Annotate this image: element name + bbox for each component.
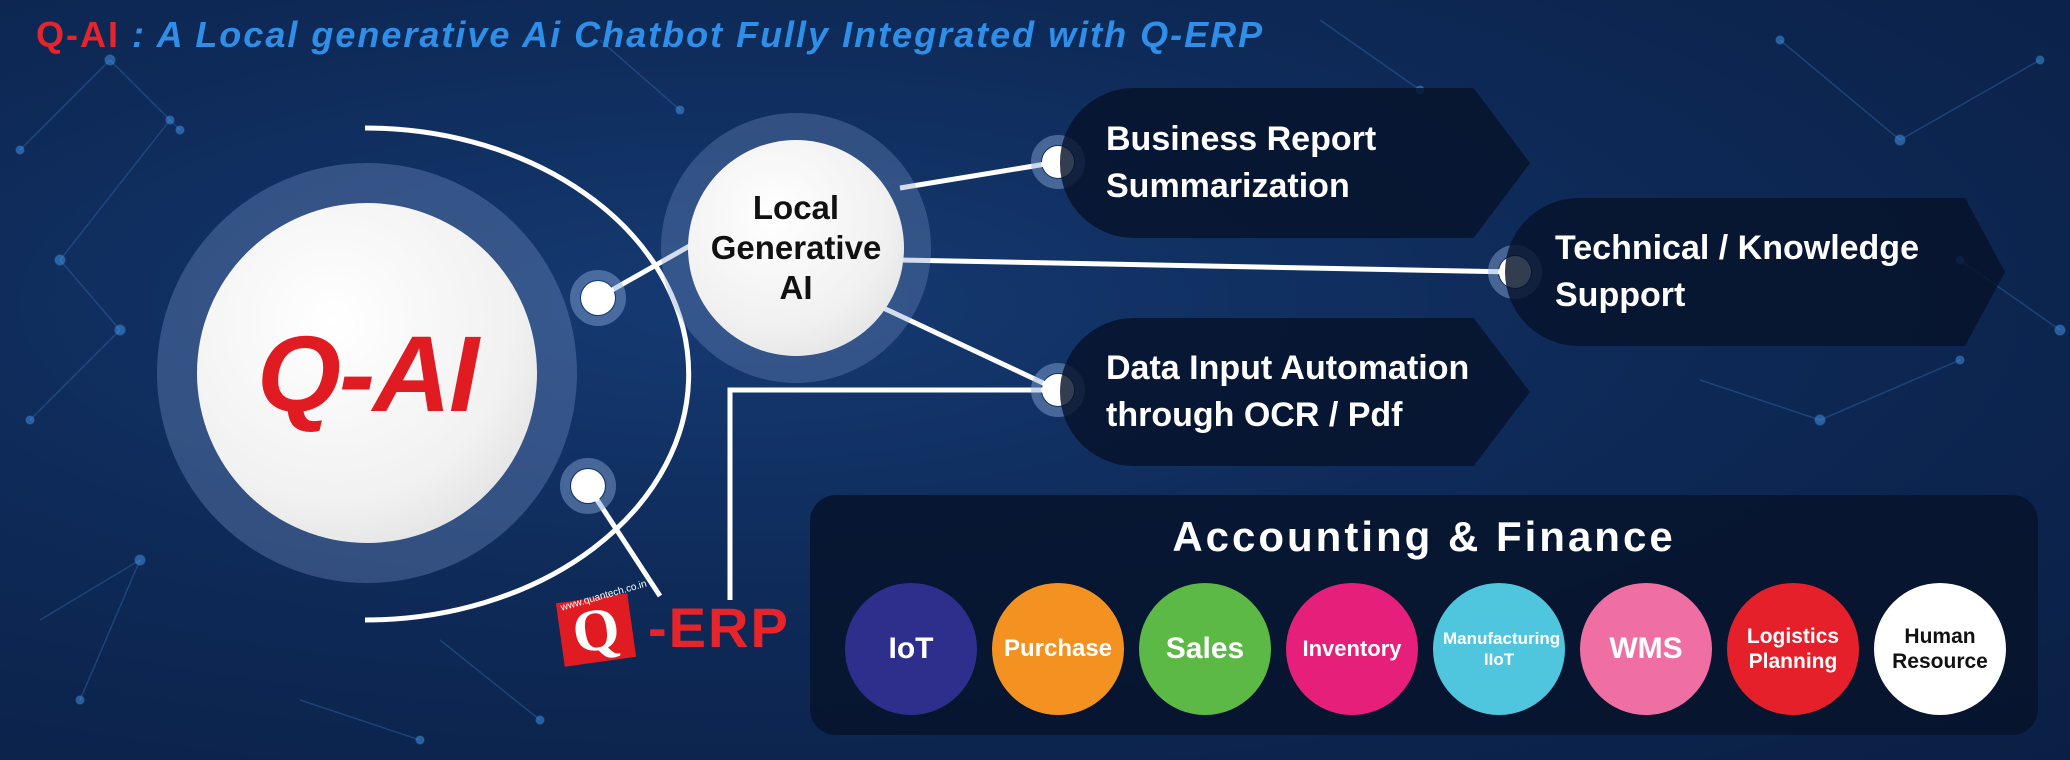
q-erp-logo: www.quantech.co.in Q -ERP [555, 579, 800, 670]
hub-node: Local Generative AI [688, 140, 904, 356]
module-label: Logistics Planning [1746, 625, 1840, 673]
title-brand: Q-AI [36, 14, 120, 55]
capability-label: Technical / Knowledge Support [1555, 229, 1919, 314]
module-label: Inventory [1302, 636, 1402, 661]
title-subtitle: : A Local generative Ai Chatbot Fully In… [120, 14, 1265, 55]
page-title: Q-AI : A Local generative Ai Chatbot Ful… [36, 14, 1264, 56]
module-purchase: Purchase [992, 583, 1124, 715]
connector-erp-to-data [727, 387, 1058, 600]
module-sales: Sales [1139, 583, 1271, 715]
capability-data: Data Input Automation through OCR / Pdf [1060, 318, 1530, 466]
q-erp-logo-mark: www.quantech.co.in Q [555, 579, 648, 667]
module-logistics-planning: Logistics Planning [1727, 583, 1859, 715]
capability-label: Business Report Summarization [1106, 120, 1377, 205]
module-label: IoT [888, 632, 934, 665]
node-orbit-upper [581, 281, 615, 315]
module-label: Sales [1165, 632, 1245, 665]
module-iot: IoT [845, 583, 977, 715]
modules-title: Accounting & Finance [1172, 513, 1676, 560]
module-label: Purchase [1003, 635, 1113, 662]
module-wms: WMS [1580, 583, 1712, 715]
node-orbit-lower [571, 469, 605, 503]
orbit-arc [364, 125, 692, 623]
module-label: Human Resource [1892, 625, 1988, 673]
connector-tech [899, 257, 1516, 275]
connector-report [899, 159, 1059, 191]
hub-label: Local Generative AI [710, 189, 882, 306]
connector-data [860, 295, 1060, 393]
module-label: Manufacturing IIoT [1443, 629, 1561, 669]
module-manufacturing-iiot: Manufacturing IIoT [1433, 583, 1565, 715]
modules-panel: Accounting & Finance IoT Purchase Sales Inv… [810, 495, 2038, 735]
q-erp-logo-text: -ERP [648, 596, 790, 659]
capability-label: Data Input Automation through OCR / Pdf [1106, 349, 1470, 434]
core-node: Q-AI [197, 203, 537, 543]
capability-report: Business Report Summarization [1060, 88, 1530, 238]
capability-tech: Technical / Knowledge Support [1505, 198, 2005, 346]
module-human-resource: Human Resource [1874, 583, 2006, 715]
module-label: WMS [1609, 632, 1683, 665]
connector-to-hub [596, 237, 702, 301]
module-inventory: Inventory [1286, 583, 1418, 715]
connector-erp [585, 484, 663, 598]
core-label: Q-AI [257, 312, 479, 434]
